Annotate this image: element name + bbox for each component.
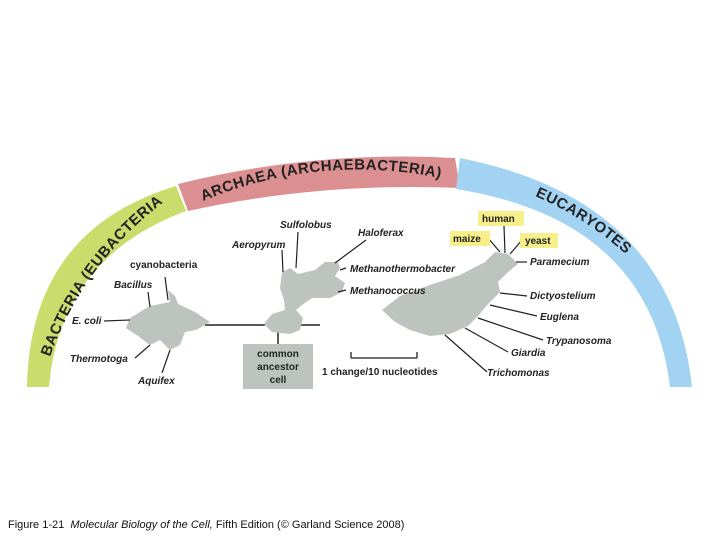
- label-trypanosoma: Trypanosoma: [546, 336, 612, 347]
- ancestor-line-2: ancestor: [257, 362, 299, 373]
- archaea-leaders: [281, 231, 367, 293]
- ancestor-line-3: cell: [270, 375, 287, 386]
- eucaryotes-arc-band: [456, 158, 692, 387]
- label-trichomonas: Trichomonas: [487, 368, 550, 379]
- bacteria-arc-band: [27, 186, 186, 387]
- label-human: human: [482, 214, 515, 225]
- figure-caption: Figure 1-21 Molecular Biology of the Cel…: [8, 519, 404, 531]
- label-giardia: Giardia: [511, 348, 546, 359]
- label-dictyostelium: Dictyostelium: [530, 291, 596, 302]
- bacteria-domain-title: BACTERIA (EUBACTERIA): [0, 0, 166, 358]
- caption-figure-number: Figure 1-21: [8, 519, 65, 531]
- bacteria-branch-blob: [126, 290, 210, 350]
- label-haloferax: Haloferax: [358, 228, 404, 239]
- scale-bar: [350, 352, 418, 359]
- human-highlight: [478, 211, 524, 226]
- bacteria-leaders: [103, 276, 171, 374]
- label-euglena: Euglena: [540, 312, 579, 323]
- yeast-highlight: [520, 233, 558, 248]
- common-ancestor-box: [243, 344, 313, 389]
- maize-highlight: [450, 231, 490, 246]
- scale-label: 1 change/10 nucleotides: [322, 367, 438, 378]
- caption-edition: Fifth Edition (© Garland Science 2008): [215, 519, 405, 531]
- label-thermotoga: Thermotoga: [70, 354, 128, 365]
- label-paramecium: Paramecium: [530, 257, 590, 268]
- archaea-branch-blob: [264, 262, 345, 334]
- label-ecoli: E. coli: [72, 316, 102, 327]
- caption-book-title: Molecular Biology of the Cell,: [70, 519, 213, 531]
- label-methanococcus: Methanococcus: [350, 286, 426, 297]
- archaea-arc-band: [178, 156, 460, 211]
- label-bacillus: Bacillus: [114, 280, 153, 291]
- label-aeropyrum: Aeropyrum: [231, 240, 285, 251]
- label-yeast: yeast: [525, 236, 551, 247]
- label-cyanobacteria: cyanobacteria: [130, 260, 198, 271]
- eucaryote-branch-blob: [382, 252, 518, 336]
- ancestor-line-1: common: [257, 349, 299, 360]
- label-sulfolobus: Sulfolobus: [280, 220, 332, 231]
- eucaryote-leaders: [444, 225, 544, 373]
- label-maize: maize: [453, 234, 481, 245]
- label-methanothermobacter: Methanothermobacter: [350, 264, 456, 275]
- label-aquifex: Aquifex: [137, 376, 175, 387]
